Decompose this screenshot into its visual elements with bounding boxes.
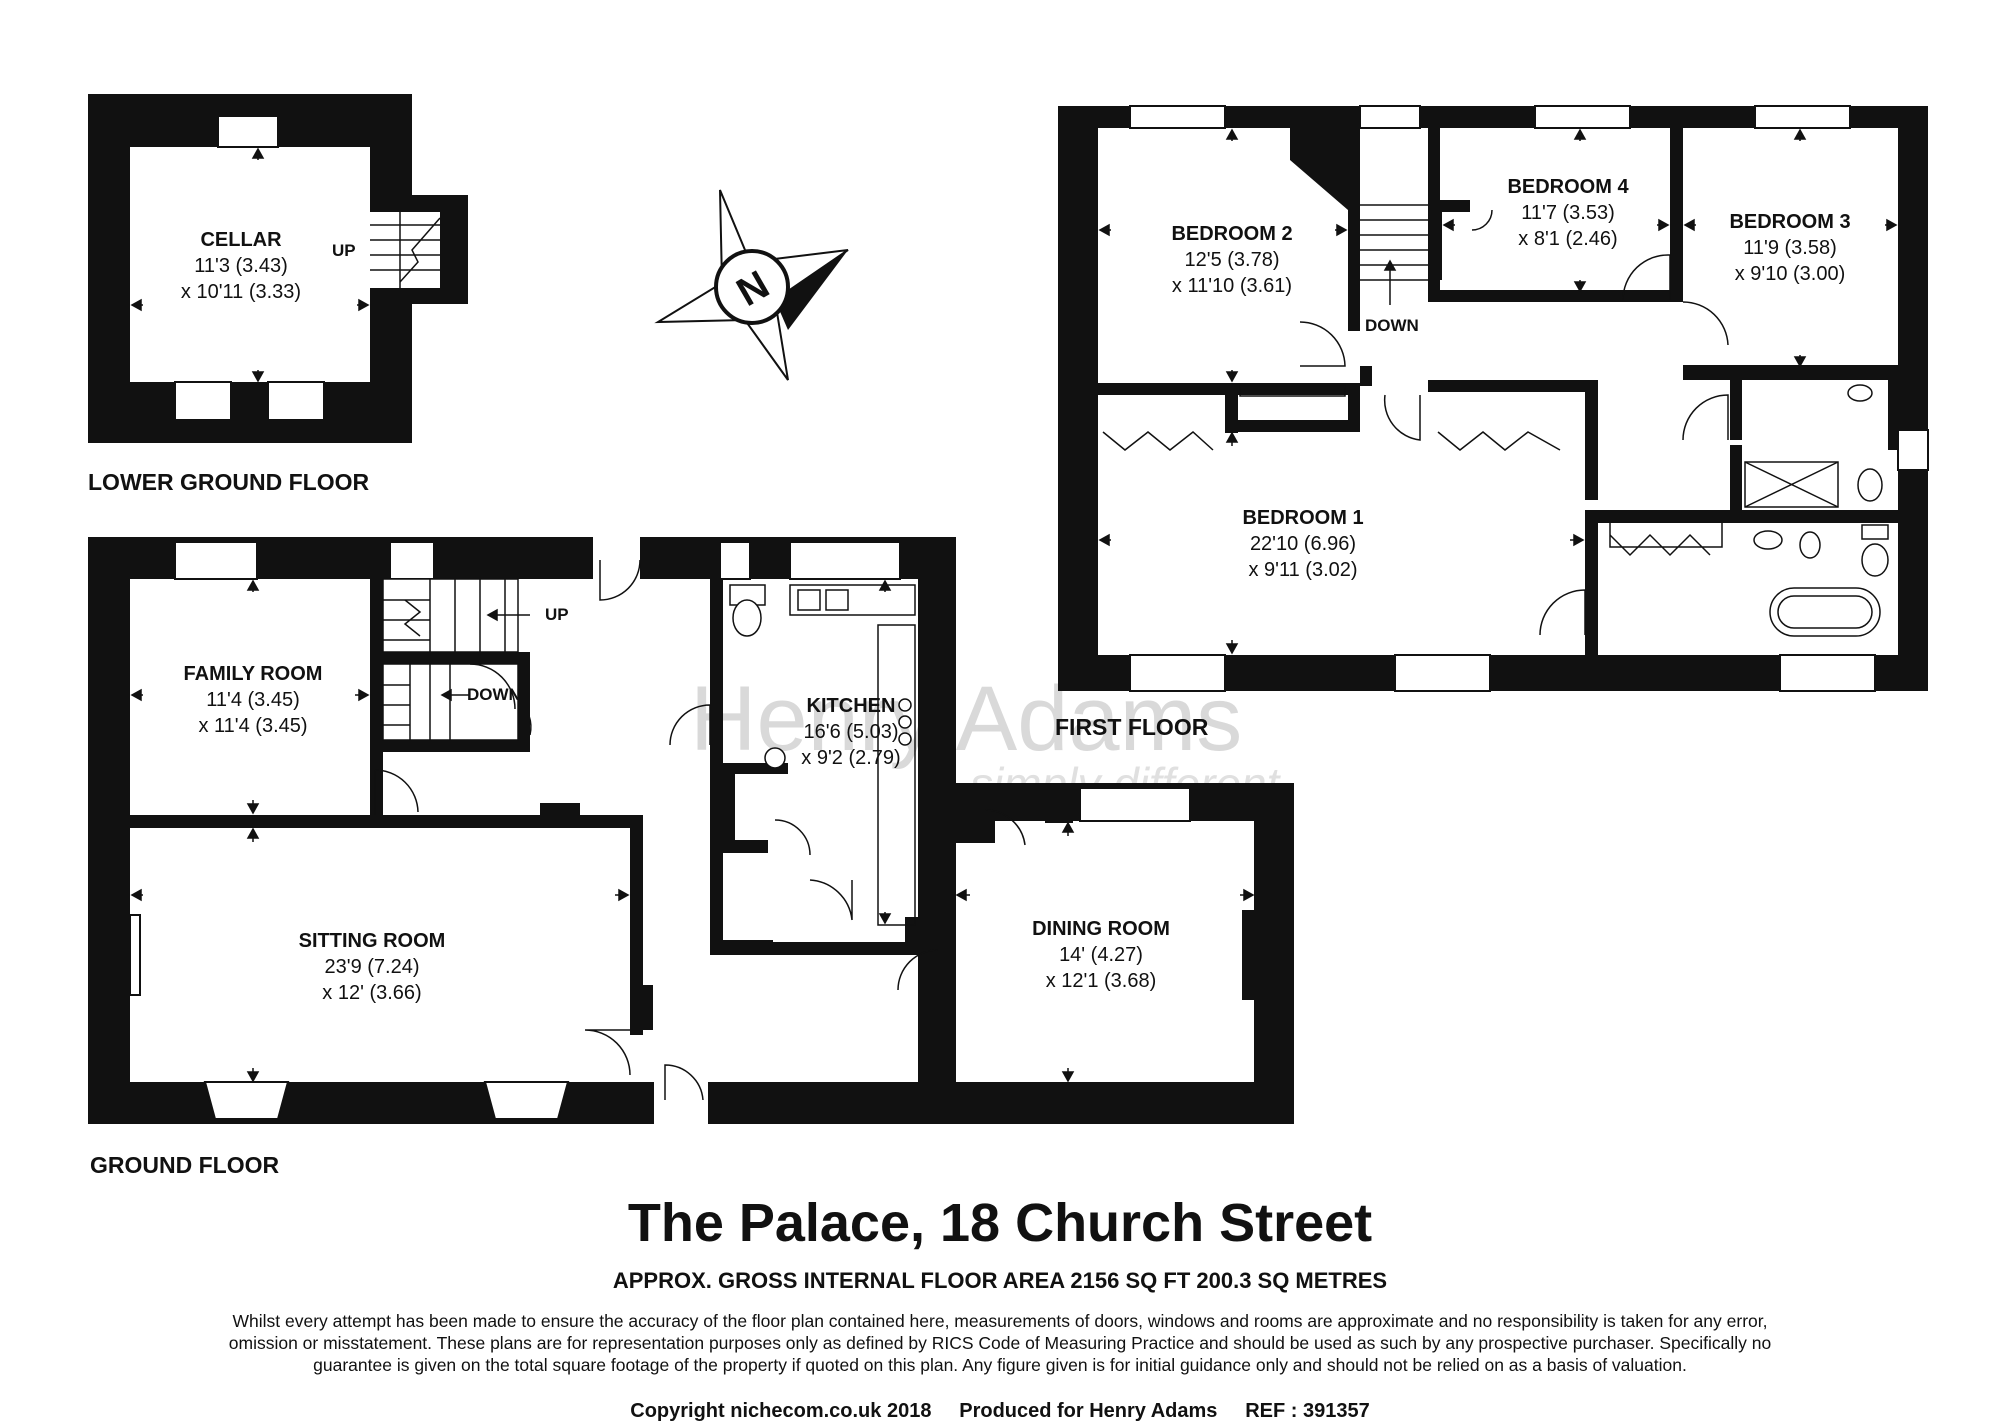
family-room-name: FAMILY ROOM	[184, 663, 323, 685]
lower-ground-floor-label: LOWER GROUND FLOOR	[88, 469, 369, 495]
kitchen-fittings	[729, 584, 916, 926]
kitchen-name: KITCHEN	[807, 695, 896, 717]
disclaimer: Whilst every attempt has been made to en…	[0, 1310, 2000, 1376]
cellar-dim1: 11'3 (3.43)	[194, 255, 288, 277]
first-floor-windows	[1129, 105, 1929, 692]
bedroom-3-dim2: x 9'10 (3.00)	[1735, 263, 1846, 285]
lower-ground-floor-plan: CELLAR 11'3 (3.43) x 10'11 (3.33) UP LOW…	[88, 94, 468, 495]
cellar-staircase	[370, 212, 441, 288]
compass-circle	[714, 249, 790, 325]
dining-room-dim2: x 12'1 (3.68)	[1046, 970, 1157, 992]
cellar-window-bottom-left	[174, 381, 232, 421]
bedroom-1-name: BEDROOM 1	[1242, 507, 1363, 529]
bedroom-4-dim2: x 8'1 (2.46)	[1518, 228, 1617, 250]
ground-down-label: DOWN	[467, 685, 521, 704]
cellar-window-top	[217, 115, 279, 148]
dining-room-chimney	[1242, 910, 1254, 1000]
cellar-name: CELLAR	[200, 229, 282, 251]
cellar-dim2: x 10'11 (3.33)	[181, 281, 301, 303]
family-room-dim2: x 11'4 (3.45)	[198, 715, 307, 737]
copyright: Copyright nichecom.co.uk 2018 Produced f…	[630, 1400, 1370, 1422]
first-floor-staircase	[1360, 204, 1428, 305]
bedroom-2-dim2: x 11'10 (3.61)	[1172, 275, 1292, 297]
kitchen-dim1: 16'6 (5.03)	[804, 721, 899, 743]
first-floor-plan: BEDROOM 2 12'5 (3.78) x 11'10 (3.61) BED…	[1055, 105, 1929, 740]
bedroom-3-name: BEDROOM 3	[1729, 211, 1850, 233]
property-title: The Palace, 18 Church Street	[627, 1193, 1373, 1253]
bedroom-1-dim2: x 9'11 (3.02)	[1248, 559, 1357, 581]
sitting-room-dim2: x 12' (3.66)	[322, 982, 421, 1004]
ground-floor-doors	[374, 537, 1026, 1124]
first-floor-doors	[1102, 209, 1729, 636]
ground-floor-windows	[129, 541, 1191, 1120]
disclaimer-line: Whilst every attempt has been made to en…	[232, 1311, 1768, 1331]
compass: N	[654, 189, 849, 381]
floor-area: APPROX. GROSS INTERNAL FLOOR AREA 2156 S…	[612, 1268, 1388, 1293]
sitting-room-name: SITTING ROOM	[299, 930, 446, 952]
dining-room-name: DINING ROOM	[1032, 918, 1170, 940]
kitchen-dim2: x 9'2 (2.79)	[801, 747, 900, 769]
bedroom-1-dim1: 22'10 (6.96)	[1250, 533, 1356, 555]
bedroom-3-dim1: 11'9 (3.58)	[1743, 237, 1837, 259]
sitting-room-chimney	[640, 985, 653, 1030]
first-down-label: DOWN	[1365, 316, 1419, 335]
sitting-room-dim1: 23'9 (7.24)	[325, 956, 420, 978]
cellar-dimension-arrows	[130, 147, 370, 383]
compass-pointer-icon	[775, 250, 848, 330]
cellar-up-label: UP	[332, 241, 356, 260]
ground-up-label: UP	[545, 605, 569, 624]
cellar-window-bottom-right	[267, 381, 325, 421]
bedroom-2-dim1: 12'5 (3.78)	[1185, 249, 1280, 271]
cellar-walls	[88, 94, 468, 443]
ground-floor-dimension-arrows	[130, 579, 1255, 1083]
first-floor-label: FIRST FLOOR	[1055, 714, 1209, 740]
disclaimer-line: omission or misstatement. These plans ar…	[228, 1333, 1772, 1353]
bedroom-2-name: BEDROOM 2	[1171, 223, 1292, 245]
family-room-dim1: 11'4 (3.45)	[206, 689, 300, 711]
bedroom-4-dim1: 11'7 (3.53)	[1521, 202, 1615, 224]
bathroom-fittings	[1744, 384, 1889, 637]
ground-floor-staircase	[382, 578, 530, 741]
ground-floor-walls	[88, 537, 1294, 1124]
ground-floor-plan: FAMILY ROOM 11'4 (3.45) x 11'4 (3.45) KI…	[88, 537, 1294, 1178]
bedroom-4-name: BEDROOM 4	[1507, 176, 1629, 198]
disclaimer-line: guarantee is given on the total square f…	[313, 1355, 1687, 1375]
dining-room-dim1: 14' (4.27)	[1059, 944, 1143, 966]
first-floor-dimension-arrows	[1098, 128, 1898, 655]
ground-floor-label: GROUND FLOOR	[90, 1152, 279, 1178]
